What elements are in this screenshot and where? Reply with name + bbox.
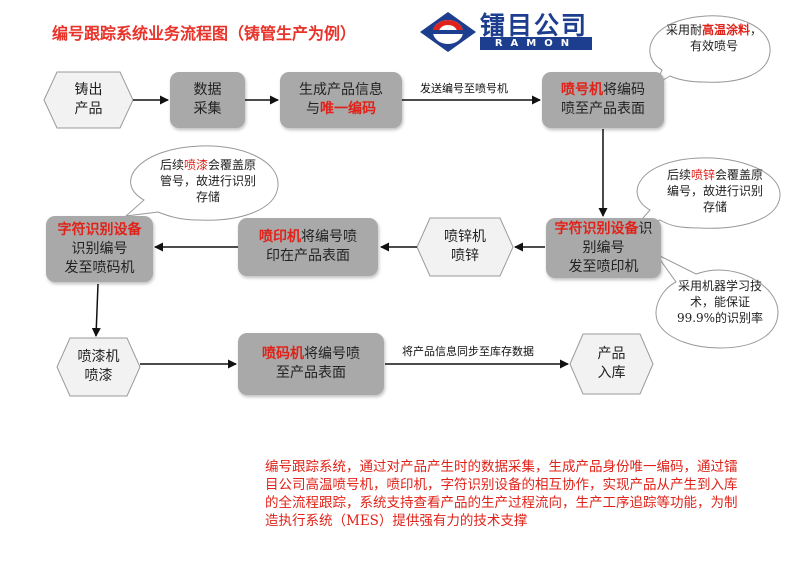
hexagon-paint	[56, 337, 141, 397]
node-printer-1-text: 喷印机将编号喷 印在产品表面	[259, 228, 357, 266]
node-coder: 喷码机将编号喷 至产品表面	[238, 333, 384, 395]
bubble-3-a: 后续	[159, 158, 184, 172]
node-printer-1: 喷印机将编号喷 印在产品表面	[238, 218, 378, 276]
logo-text: 镭目公司	[480, 11, 589, 40]
gen-info-line2: 与	[306, 101, 320, 117]
bubble-4	[655, 253, 779, 349]
hexagon-warehouse	[569, 333, 654, 395]
sprayer-name: 喷号机	[561, 82, 603, 98]
node-ocr-1-text: 字符识别设备识别编号 发至喷印机	[546, 220, 661, 277]
node-warehouse: 产品 入库	[597, 346, 626, 381]
bubble-3-red: 喷漆	[183, 158, 208, 172]
coder-name: 喷码机	[262, 346, 304, 362]
gen-info-line1: 生成产品信息	[299, 82, 383, 98]
bubble-2	[634, 157, 781, 229]
bubble-4-text: 采用机器学习技术，能保证99.9%的识别率	[676, 279, 764, 325]
node-gen-info-text: 生成产品信息 与唯一编码	[299, 81, 383, 119]
node-ocr-1: 字符识别设备识别编号 发至喷印机	[546, 218, 661, 278]
coder-line1: 将编号喷	[304, 346, 360, 362]
printer1-name: 喷印机	[259, 229, 301, 245]
ocr2-line2: 发至喷码机	[64, 259, 135, 276]
bubble-1-text: 采用耐高温涂料，有效喷号	[664, 22, 764, 54]
bubble-2-text: 后续喷锌会覆盖原编号，故进行识别存储	[664, 167, 766, 215]
node-ocr-2: 字符识别设备识别编号 发至喷码机	[46, 216, 153, 282]
logo-subtext: RAMON	[480, 37, 592, 50]
bubble-3	[124, 145, 279, 221]
node-sprayer: 喷号机将编码 喷至产品表面	[542, 72, 664, 128]
bubble-1-red: 高温涂料	[701, 23, 750, 37]
bubble-1	[649, 15, 771, 86]
coder-line2: 至产品表面	[276, 365, 346, 381]
diagram-title: 编号跟踪系统业务流程图（铸管生产为例）	[52, 24, 357, 43]
ocr1-line1: 识别编号	[582, 220, 653, 256]
bubble-2-b: 会覆盖原编号，故进行识别存储	[666, 168, 764, 214]
ramon-logo-icon	[420, 12, 476, 52]
gen-info-unique-code: 唯一编码	[320, 101, 376, 117]
node-coder-text: 喷码机将编号喷 至产品表面	[262, 345, 360, 383]
bubble-1-a: 采用耐	[665, 23, 702, 37]
ocr1-line2: 发至喷印机	[568, 258, 639, 275]
edge-label-sync: 将产品信息同步至库存数据	[402, 345, 534, 358]
ocr2-name: 字符识别设备	[57, 221, 142, 238]
edge-label-send-code: 发送编号至喷号机	[420, 82, 508, 95]
bubble-2-a: 后续	[666, 168, 691, 182]
sprayer-line2: 喷至产品表面	[561, 101, 645, 117]
node-data-collect: 数据 采集	[170, 72, 245, 128]
node-paint: 喷漆机 喷漆	[77, 349, 120, 384]
ocr2-line1: 识别编号	[71, 240, 128, 257]
node-data-collect-label: 数据 采集	[193, 82, 222, 117]
node-sprayer-text: 喷号机将编码 喷至产品表面	[561, 81, 645, 119]
bubble-2-red: 喷锌	[690, 168, 715, 182]
printer1-line1: 将编号喷	[301, 229, 357, 245]
bubble-3-b: 会覆盖原管号，故进行识别存储	[159, 158, 257, 204]
description-text: 编号跟踪系统，通过对产品产生时的数据采集，生成产品身份唯一编码，通过镭目公司高温…	[265, 459, 738, 529]
node-ocr-2-text: 字符识别设备识别编号 发至喷码机	[46, 221, 153, 278]
node-zinc: 喷锌机 喷锌	[444, 229, 486, 264]
sprayer-line1: 将编码	[603, 82, 645, 98]
arrow-ocr2-paint	[91, 283, 101, 337]
ocr1-name: 字符识别设备	[554, 220, 639, 237]
bubble-3-text: 后续喷漆会覆盖原管号，故进行识别存储	[156, 157, 260, 205]
printer1-line2: 印在产品表面	[266, 248, 350, 264]
node-gen-info: 生成产品信息 与唯一编码	[280, 72, 402, 128]
node-casting: 铸出 产品	[74, 82, 103, 117]
hexagon-casting	[43, 71, 134, 129]
bubble-1-b: ，有效喷号	[689, 23, 763, 53]
